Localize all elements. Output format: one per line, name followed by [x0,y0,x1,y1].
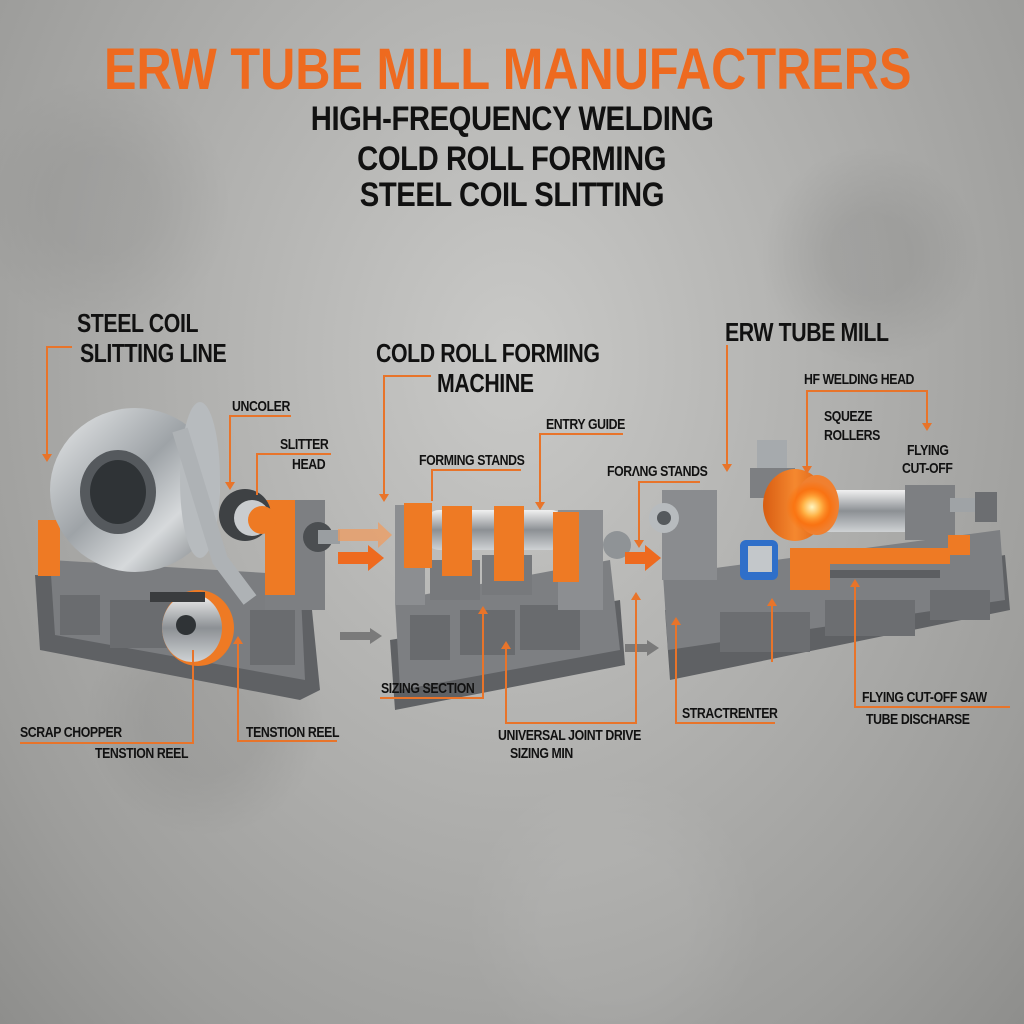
section-title-erw-tube-mill: ERW TUBE MILL [725,317,889,347]
leader-line [675,623,677,723]
arrow-down-icon [225,482,235,490]
leader-line [638,481,640,541]
leader-line [726,345,728,465]
leader-line [771,604,773,662]
leader-line [380,697,484,699]
leader-line [539,433,623,435]
label-uncoler: UNCOLER [232,398,290,415]
arrow-down-icon [922,423,932,431]
label-flying: FLYING [907,442,949,459]
leader-line [505,722,637,724]
section-title-forming-1: COLD ROLL FORMING [376,338,600,368]
label-head: HEAD [292,456,326,473]
leader-line [46,346,48,456]
arrow-up-icon [850,579,860,587]
label-slitter: SLITTER [280,436,329,453]
leader-line [854,585,856,708]
leader-line [675,722,775,724]
leader-line [638,481,700,483]
arrow-down-icon [379,494,389,502]
leader-line [256,453,331,455]
section-title-slitting-line-1: STEEL COIL [77,308,199,338]
label-entry-guide: ENTRY GUIDE [546,416,625,433]
leader-line [237,642,239,742]
arrow-down-icon [802,466,812,474]
leader-line [806,390,928,392]
arrow-up-icon [767,598,777,606]
arrow-down-icon [722,464,732,472]
arrow-down-icon [42,454,52,462]
label-tenstion-reel-right: TENSTION REEL [246,724,340,741]
leader-line [539,433,541,503]
arrow-up-icon [671,617,681,625]
arrow-down-icon [634,540,644,548]
leader-line [431,469,433,501]
arrow-up-icon [233,636,243,644]
label-squeze: SQUEZE [824,408,873,425]
label-forming-stands: FORMING STANDS [419,452,525,469]
leader-line [383,375,385,495]
subtitle-slitting: STEEL COIL SLITTING [359,176,665,214]
leader-line [192,650,194,744]
arrow-down-icon [535,502,545,510]
arrow-up-icon [631,592,641,600]
arrow-up-icon [478,606,488,614]
label-sizing-min: SIZING MIN [510,745,573,762]
leader-line [229,415,291,417]
label-tenstion-reel-left: TENSTION REEL [95,745,189,762]
label-universal-joint-drive: UNIVERSAL JOINT DRIVE [498,727,641,744]
label-sizing-section: SIZING SECTION [381,680,475,697]
label-cut-off: CUT-OFF [902,460,953,477]
leader-line [854,706,1010,708]
arrow-up-icon [501,641,511,649]
subtitle-hf-welding: HIGH-FREQUENCY WELDING [310,100,714,138]
leader-line [229,415,231,485]
label-rollers: ROLLERS [824,427,880,444]
section-title-slitting-line-2: SLITTING LINE [80,338,227,368]
leader-line [635,598,637,724]
leader-line [505,647,507,724]
leader-line [926,390,928,424]
label-flying-cut-off-saw: FLYING CUT-OFF SAW [862,689,987,706]
label-scrap-chopper: SCRAP CHOPPER [20,724,122,741]
section-title-forming-2: MACHINE [437,368,534,398]
label-hf-welding-head: HF WELDING HEAD [804,371,915,388]
label-tube-discharse: TUBE DISCHARSE [866,711,970,728]
leader-line [482,612,484,698]
leader-line [256,453,258,495]
subtitle-cold-roll: COLD ROLL FORMING [357,140,667,178]
label-forang-stands: FORΛNG STANDS [607,463,708,480]
leader-line [383,375,431,377]
leader-line [46,346,72,348]
page-title: ERW TUBE MILL MANUFACTRERS [104,37,912,102]
label-stractrenter: STRACTRENTER [682,705,778,722]
leader-line [20,742,194,744]
leader-line [431,469,521,471]
leader-line [806,390,808,468]
leader-line [237,740,337,742]
